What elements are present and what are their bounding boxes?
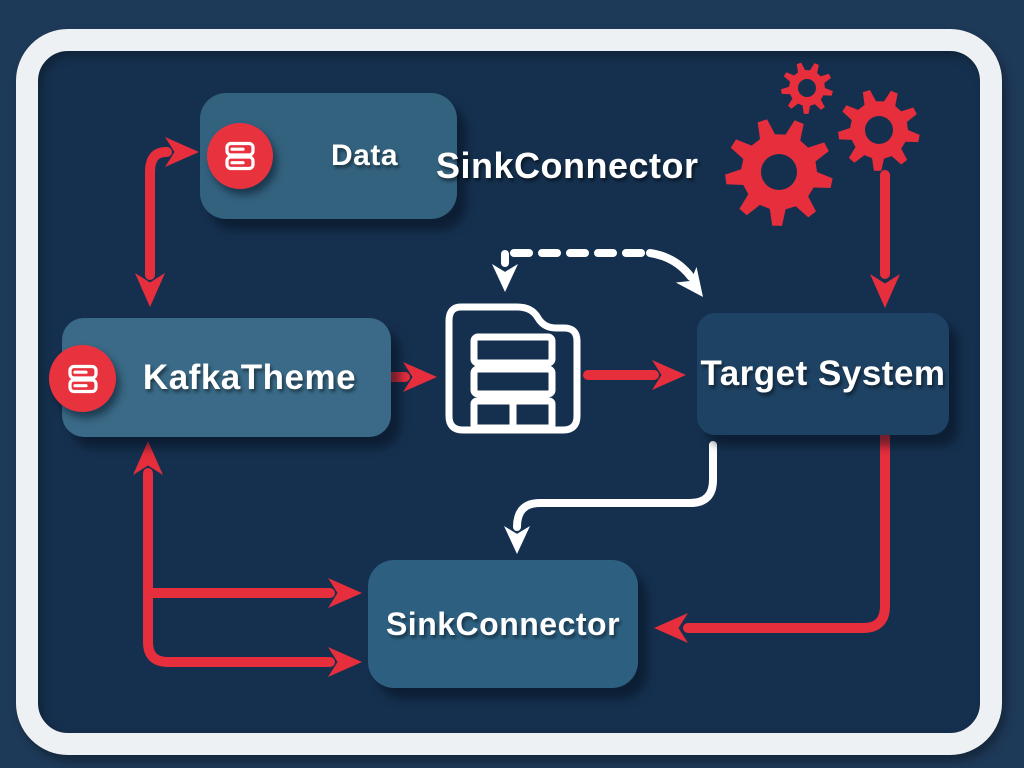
node-data-label: Data: [330, 139, 399, 172]
node-sink-connector: SinkConnector: [368, 560, 638, 688]
diagram-title: SinkConnector: [436, 145, 699, 186]
node-kafka-theme-label: KafkaTheme: [142, 357, 357, 397]
node-sink-connector-label: SinkConnector: [385, 605, 621, 642]
database-icon: [207, 123, 273, 189]
node-target-system-label: Target System: [700, 354, 946, 393]
node-kafka-theme: KafkaTheme: [49, 318, 391, 437]
database-icon: [49, 345, 116, 412]
node-data: Data: [200, 93, 457, 219]
node-target-system: Target System: [697, 313, 949, 435]
